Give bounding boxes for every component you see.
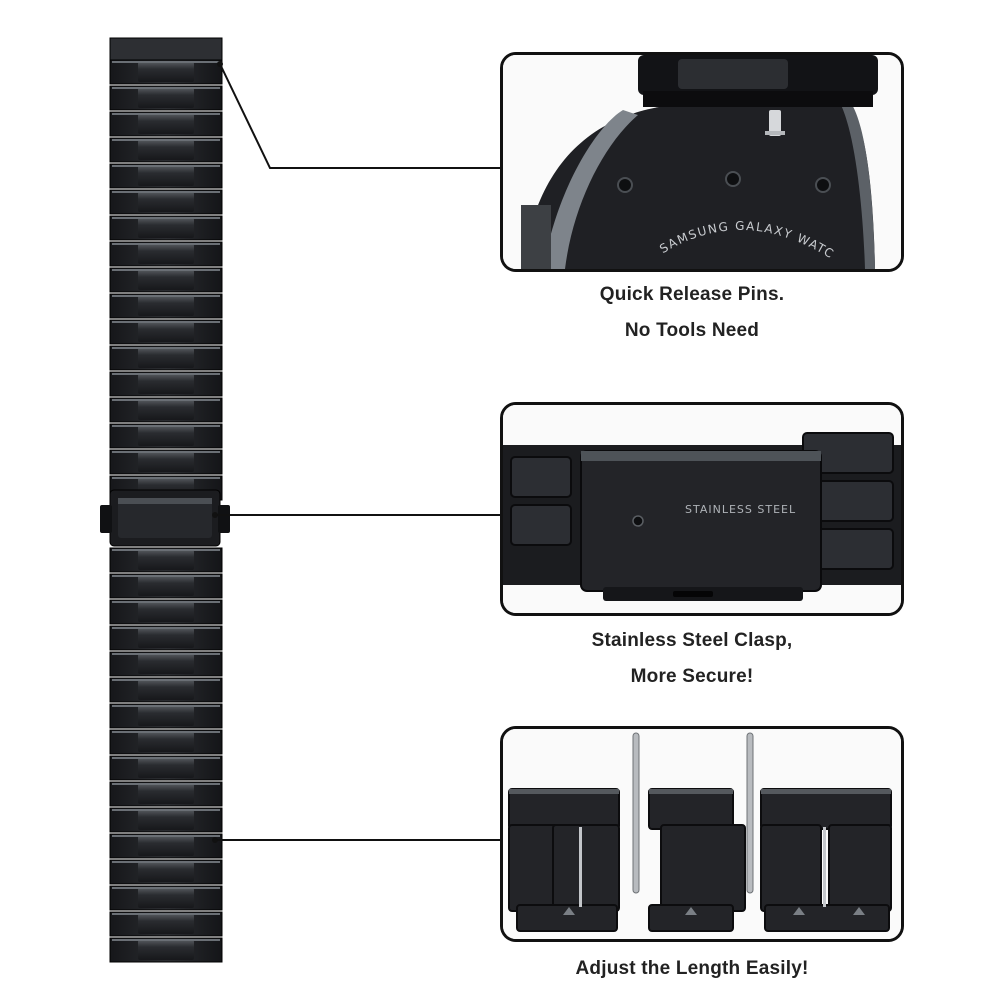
- strap-link: [109, 833, 223, 859]
- strap-link: [109, 319, 223, 345]
- strap-link: [109, 449, 223, 475]
- strap-link: [109, 397, 223, 423]
- caption-line: Stainless Steel Clasp,: [591, 630, 793, 651]
- strap-link: [109, 729, 223, 755]
- strap-link: [109, 215, 223, 241]
- strap-link: [109, 573, 223, 599]
- strap-link: [109, 241, 223, 267]
- clasp-photo: STAINLESS STEEL: [500, 402, 904, 616]
- strap-link: [109, 599, 223, 625]
- strap-link: [109, 137, 223, 163]
- strap-link: [109, 807, 223, 833]
- strap-link: [109, 111, 223, 137]
- strap-link: [109, 345, 223, 371]
- caption-links: Adjust the Length Easily!: [492, 958, 892, 980]
- caption-quick-release: Quick Release Pins. No Tools Need: [492, 284, 892, 342]
- strap-link: [109, 781, 223, 807]
- strap-link: [109, 371, 223, 397]
- strap-link: [109, 937, 223, 963]
- strap-link: [109, 189, 223, 215]
- caption-line: Adjust the Length Easily!: [575, 958, 809, 979]
- strap-link: [109, 293, 223, 319]
- strap-link: [109, 859, 223, 885]
- links-photo: [500, 726, 904, 942]
- strap-link: [109, 59, 223, 85]
- strap-link: [109, 911, 223, 937]
- clasp-engraving: STAINLESS STEEL: [685, 503, 796, 516]
- strap-link: [109, 755, 223, 781]
- strap-link: [109, 267, 223, 293]
- strap-link: [109, 85, 223, 111]
- watch-strap: [100, 37, 230, 963]
- strap-end-piece: [109, 37, 223, 61]
- caption-clasp: Stainless Steel Clasp, More Secure!: [492, 630, 892, 688]
- caption-line: Quick Release Pins.: [599, 284, 785, 305]
- strap-link: [109, 625, 223, 651]
- strap-link: [109, 423, 223, 449]
- strap-clasp: [100, 489, 230, 547]
- strap-link: [109, 651, 223, 677]
- strap-link: [109, 677, 223, 703]
- strap-link: [109, 703, 223, 729]
- strap-link: [109, 163, 223, 189]
- strap-link: [109, 885, 223, 911]
- strap-link: [109, 547, 223, 573]
- caption-line: More Secure!: [630, 666, 754, 687]
- quick-release-photo: SAMSUNG GALAXY WATCH: [500, 52, 904, 272]
- strap-links: [109, 37, 223, 963]
- caption-line: No Tools Need: [624, 320, 760, 341]
- link-pins: [632, 732, 754, 894]
